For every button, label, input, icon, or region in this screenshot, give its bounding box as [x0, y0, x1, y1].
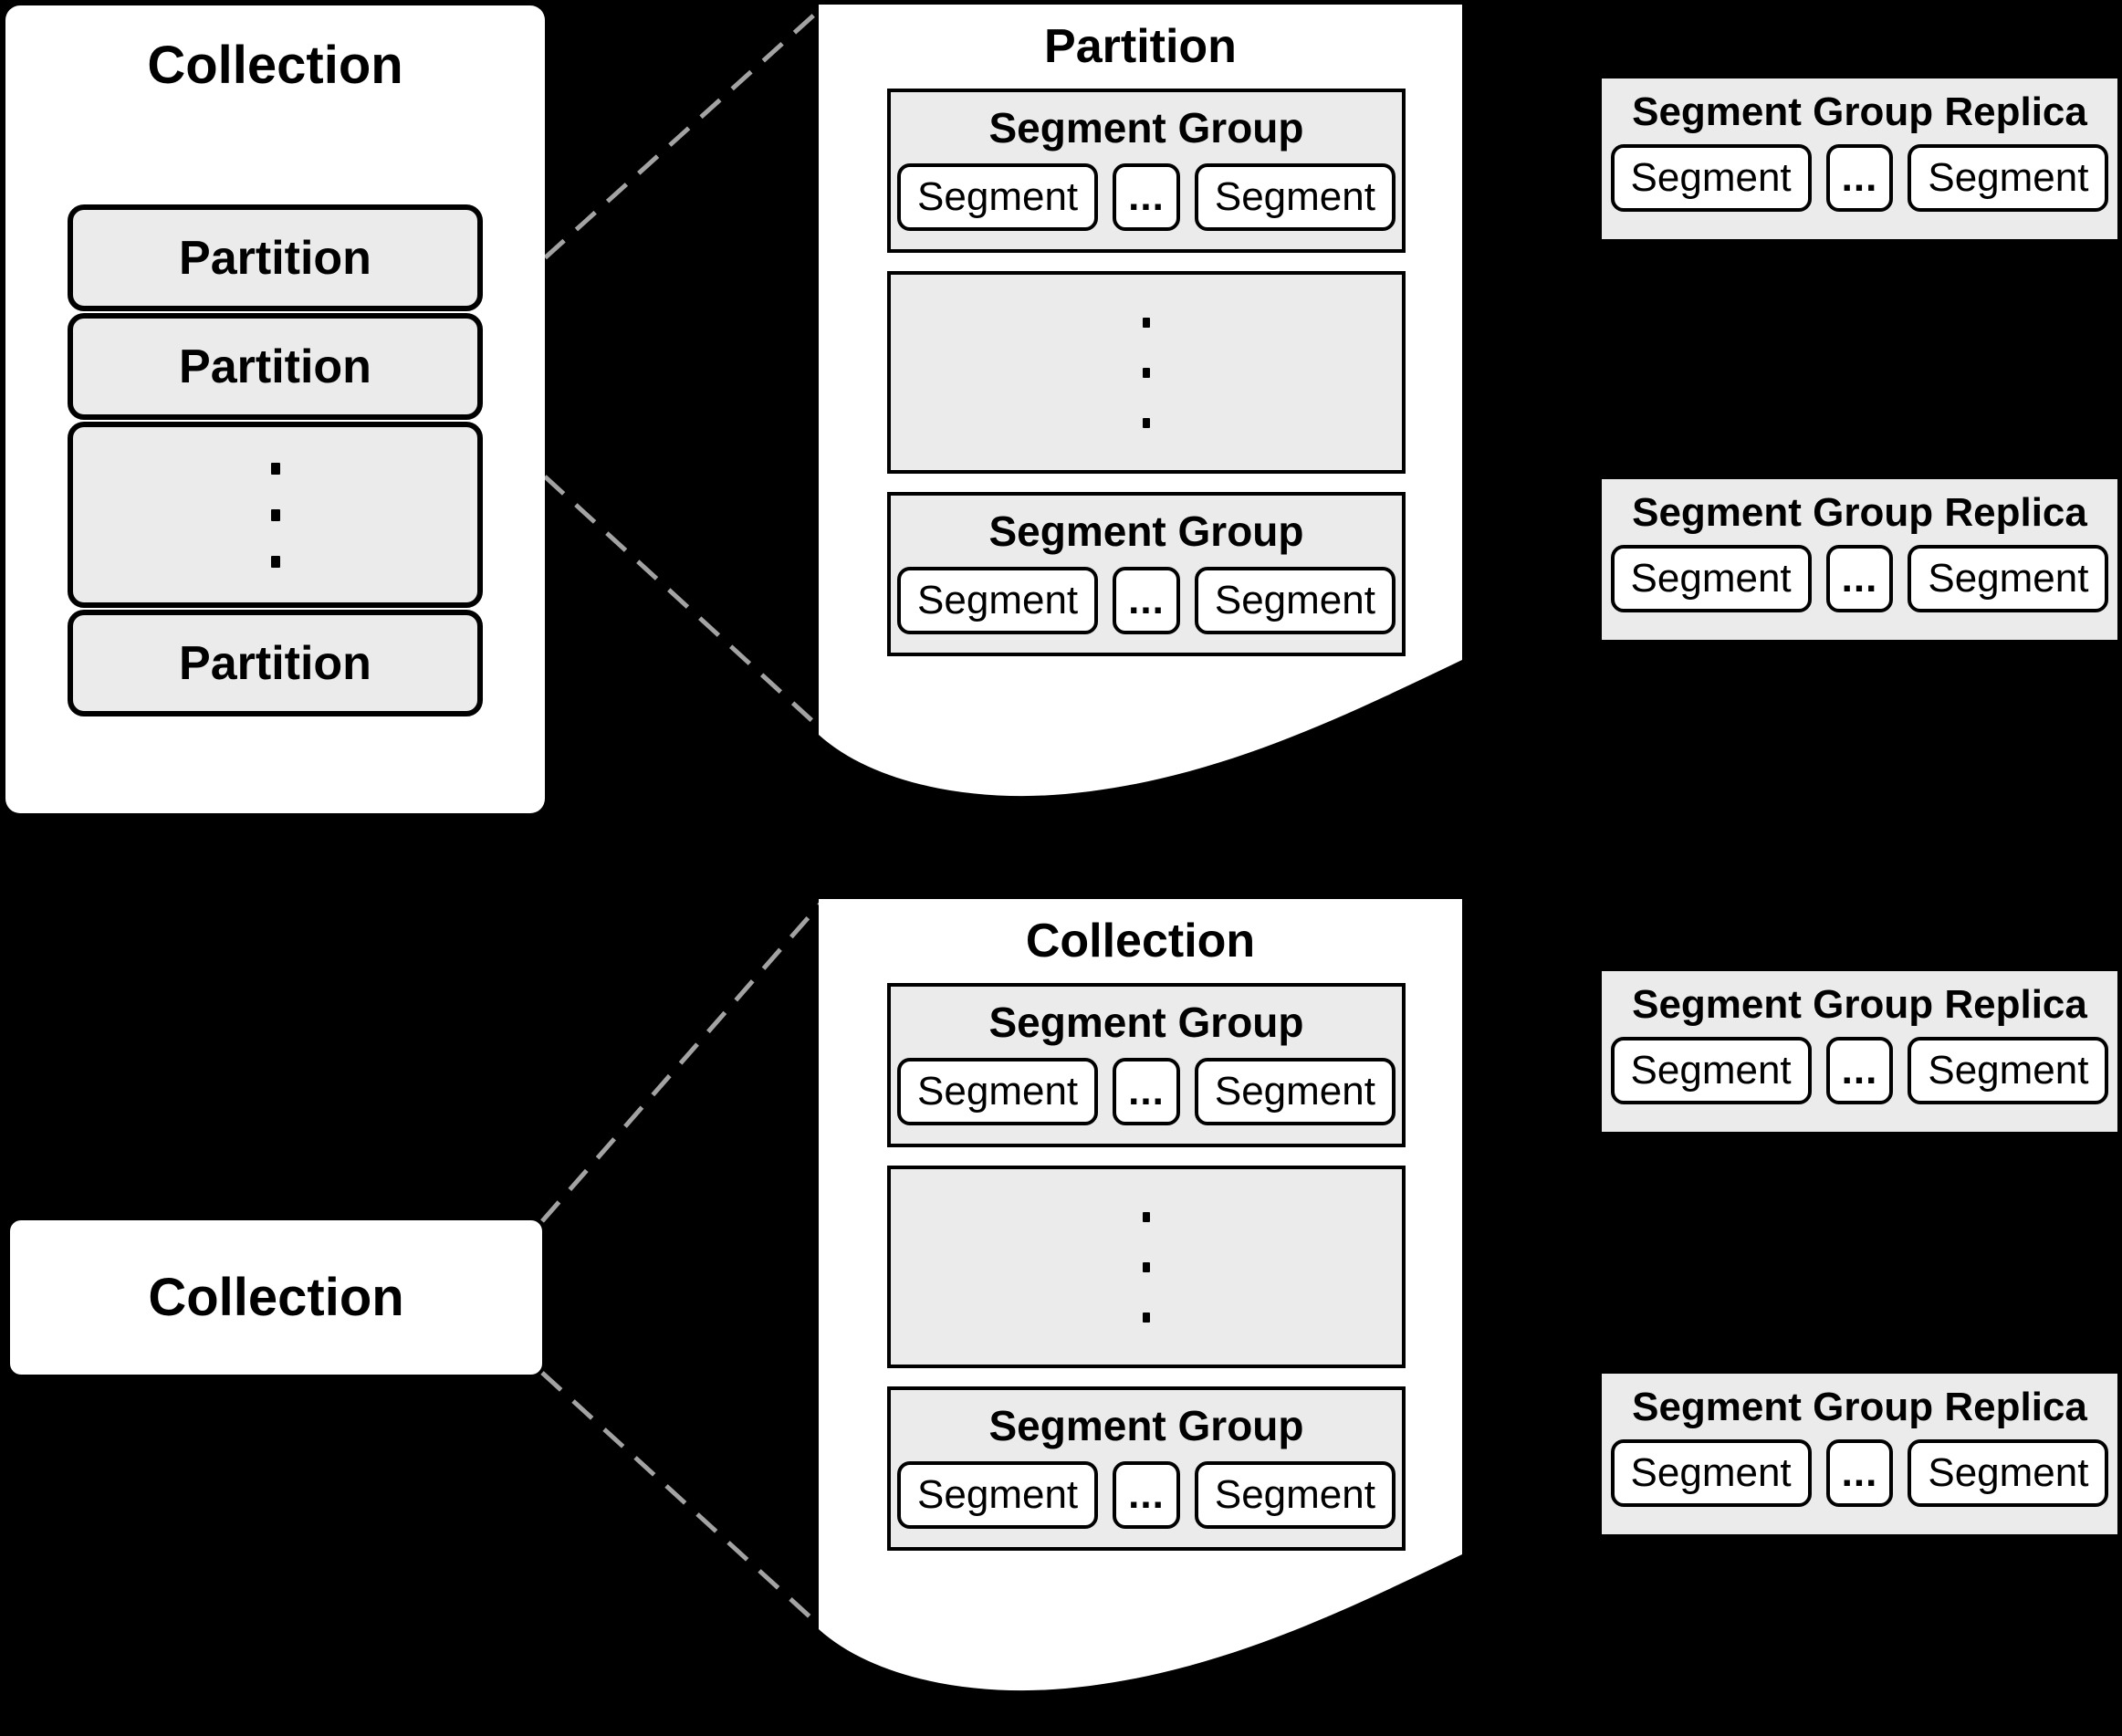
ellipsis-dot: [1143, 317, 1150, 328]
segment-box: Segment: [1194, 1461, 1396, 1529]
segment-box: Segment: [1194, 1058, 1396, 1125]
segment-group-box: Segment Group Segment ... Segment: [887, 89, 1406, 253]
segment-row: Segment ... Segment: [1602, 144, 2117, 212]
segment-group-replica-card: Segment Group Replica Segment ... Segmen…: [1602, 1374, 2117, 1534]
ellipsis-box: ...: [1825, 144, 1894, 212]
vertical-ellipsis-icon: [68, 422, 483, 608]
ellipsis-box: ...: [1825, 1037, 1894, 1104]
ellipsis-box: ...: [1825, 1439, 1894, 1507]
segment-group-title: Segment Group: [988, 507, 1304, 555]
collection-card-title: Collection: [147, 36, 403, 95]
ellipsis-dot: [270, 508, 280, 521]
segment-box: Segment: [1908, 1037, 2109, 1104]
ellipsis-dot: [1143, 417, 1150, 428]
partition-stack: Partition Partition Partition: [68, 204, 483, 716]
more-groups-placeholder: [887, 1166, 1406, 1368]
segment-box: Segment: [897, 1058, 1099, 1125]
ellipsis-dot: [1143, 367, 1150, 378]
partition-box: Partition: [68, 313, 483, 420]
ellipsis-dot: [1143, 1261, 1150, 1272]
segment-group-title: Segment Group: [988, 1402, 1304, 1449]
segment-row: Segment ... Segment: [1602, 1037, 2117, 1104]
segment-group-replica-card: Segment Group Replica Segment ... Segmen…: [1602, 479, 2117, 640]
segment-box: Segment: [1194, 567, 1396, 634]
ellipsis-dot: [1143, 1211, 1150, 1222]
segment-group-replica-card: Segment Group Replica Segment ... Segmen…: [1602, 78, 2117, 239]
segment-row: Segment ... Segment: [891, 1058, 1402, 1125]
replica-title: Segment Group Replica: [1632, 490, 2087, 535]
segment-box: Segment: [897, 163, 1099, 231]
replica-title: Segment Group Replica: [1632, 1385, 2087, 1429]
segment-box: Segment: [1610, 144, 1812, 212]
ellipsis-box: ...: [1113, 1461, 1180, 1529]
vertical-ellipsis-icon: [1143, 317, 1150, 428]
partition-box: Partition: [68, 204, 483, 311]
segment-row: Segment ... Segment: [891, 1461, 1402, 1529]
segment-box: Segment: [1194, 163, 1396, 231]
replica-title: Segment Group Replica: [1632, 89, 2087, 134]
segment-box: Segment: [1610, 1439, 1812, 1507]
partition-detail-page: Partition Segment Group Segment ... Segm…: [819, 5, 1462, 808]
segment-row: Segment ... Segment: [891, 567, 1402, 634]
ellipsis-box: ...: [1113, 567, 1180, 634]
ellipsis-dot: [270, 462, 280, 475]
segment-row: Segment ... Segment: [891, 163, 1402, 231]
vertical-ellipsis-icon: [1143, 1211, 1150, 1323]
segment-group-replica-card: Segment Group Replica Segment ... Segmen…: [1602, 971, 2117, 1132]
collection-box: Collection: [10, 1220, 542, 1375]
collection-card: Collection Partition Partition Partition: [5, 5, 545, 813]
segment-box: Segment: [1610, 545, 1812, 612]
ellipsis-dot: [270, 555, 280, 568]
ellipsis-box: ...: [1113, 1058, 1180, 1125]
segment-box: Segment: [897, 1461, 1099, 1529]
segment-box: Segment: [1908, 1439, 2109, 1507]
collection-detail-page: Collection Segment Group Segment ... Seg…: [819, 899, 1462, 1702]
dashed-connector-collection-top: [540, 902, 822, 1223]
replica-title: Segment Group Replica: [1632, 982, 2087, 1027]
page-title: Collection: [1025, 915, 1256, 967]
segment-box: Segment: [1908, 144, 2109, 212]
segment-row: Segment ... Segment: [1602, 1439, 2117, 1507]
segment-group-box: Segment Group Segment ... Segment: [887, 492, 1406, 656]
segment-row: Segment ... Segment: [1602, 545, 2117, 612]
segment-box: Segment: [1908, 545, 2109, 612]
dashed-connector-collection-bottom: [540, 1371, 822, 1628]
page-title: Partition: [1044, 20, 1237, 73]
partition-box: Partition: [68, 610, 483, 716]
segment-group-title: Segment Group: [988, 104, 1304, 152]
ellipsis-box: ...: [1825, 545, 1894, 612]
segment-group-box: Segment Group Segment ... Segment: [887, 1386, 1406, 1551]
segment-box: Segment: [1610, 1037, 1812, 1104]
ellipsis-dot: [1143, 1312, 1150, 1323]
more-groups-placeholder: [887, 271, 1406, 474]
ellipsis-box: ...: [1113, 163, 1180, 231]
segment-group-title: Segment Group: [988, 999, 1304, 1046]
segment-group-box: Segment Group Segment ... Segment: [887, 983, 1406, 1147]
segment-box: Segment: [897, 567, 1099, 634]
